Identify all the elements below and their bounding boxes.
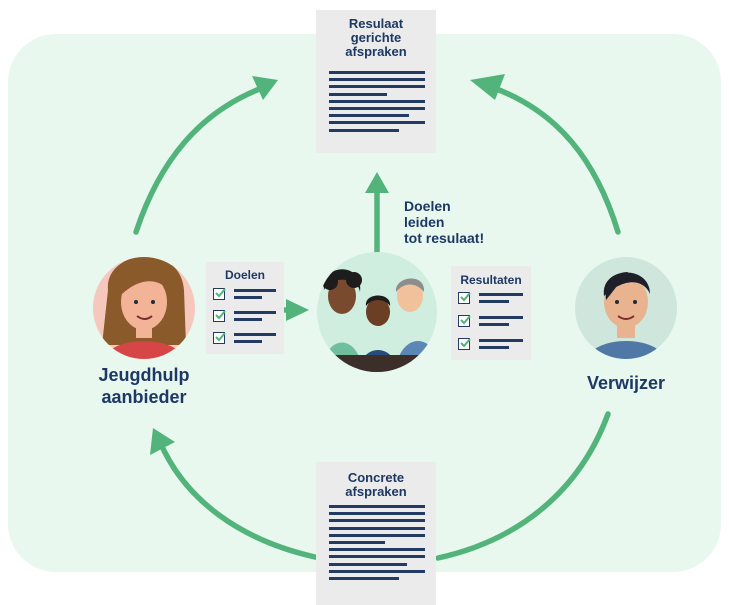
results-card-title: Resultaten (460, 273, 522, 287)
arrow-head-up (365, 172, 389, 193)
note-doelen-leiden: Doelen leiden tot resulaat! (404, 198, 484, 246)
doc-bottom-title-line: afspraken (345, 484, 407, 499)
person-left-label-line: aanbieder (101, 387, 187, 407)
arrow-head-left-top (252, 76, 278, 100)
doc-top-title: Resulaat gerichte afspraken (316, 17, 436, 59)
result-row (458, 315, 528, 329)
verwijzer-label: Verwijzer (586, 373, 666, 393)
checkbox-icon (213, 332, 226, 344)
doc-top-title-line: gerichte (350, 30, 402, 45)
arrow-head-right-top (470, 74, 505, 100)
goal-row (213, 288, 283, 302)
checkbox-icon (458, 292, 471, 304)
note-line: leiden (404, 214, 445, 230)
results-card: Resultaten (451, 266, 531, 360)
note-line: Doelen (404, 198, 451, 214)
person-left-label-line: Jeugdhulp (98, 365, 190, 385)
document-concrete-afspraken: Concrete afspraken (316, 462, 436, 605)
doc-top-title-line: Resulaat (348, 16, 404, 31)
arc-left-to-top (133, 85, 265, 235)
verwijzer-avatar (575, 257, 677, 359)
checkbox-icon (213, 288, 226, 300)
result-row (458, 292, 528, 306)
family-avatar (317, 252, 437, 372)
document-resultaatgerichte-afspraken: Resulaat gerichte afspraken (316, 10, 436, 153)
jeugdhulp-aanbieder-label: Jeugdhulp aanbieder (78, 364, 210, 408)
jeugdhulp-aanbieder-avatar (93, 257, 195, 359)
note-line: tot resulaat! (404, 230, 485, 246)
checkbox-icon (458, 338, 471, 350)
doc-top-title-line: afspraken (345, 44, 407, 59)
doc-bottom-text-lines (329, 505, 425, 584)
checkbox-icon (213, 310, 226, 322)
checkbox-icon (458, 315, 471, 327)
arc-right-to-bottom (435, 411, 611, 561)
doc-bottom-title-line: Concrete (347, 470, 405, 485)
goal-row (213, 310, 283, 324)
doc-top-text-lines (329, 71, 425, 136)
goals-card-title: Doelen (224, 268, 265, 282)
arrow-head-doelen (286, 299, 309, 321)
doc-bottom-title: Concrete afspraken (316, 471, 436, 499)
goals-card: Doelen (206, 262, 284, 354)
arc-right-to-top (491, 85, 621, 235)
result-row (458, 338, 528, 352)
arrow-head-bottom-left (150, 428, 175, 455)
goal-row (213, 332, 283, 346)
arc-bottom-to-left (157, 439, 318, 560)
